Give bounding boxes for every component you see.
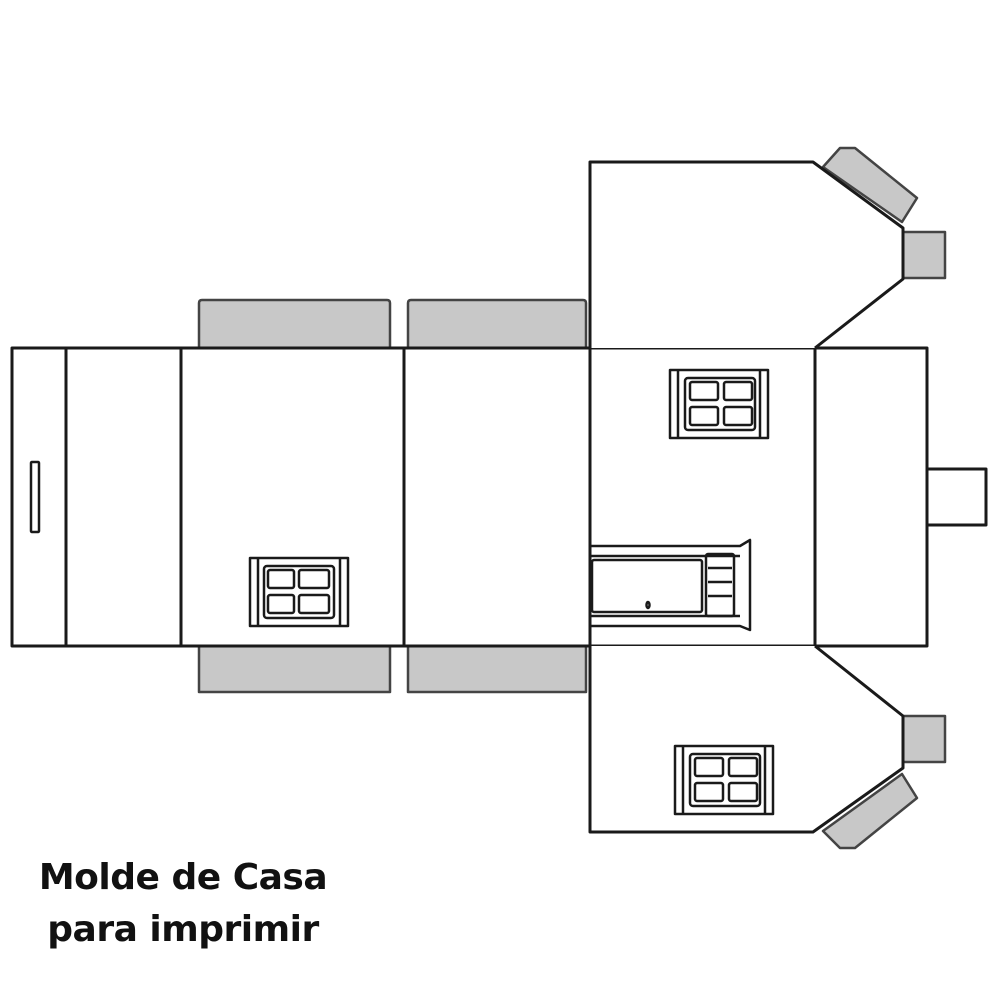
- side-tab-right: [925, 467, 988, 527]
- door-handle: [29, 460, 41, 534]
- glue-tab-bottom-1: [197, 646, 392, 694]
- title-line-2: para imprimir: [47, 909, 319, 950]
- main-wall-strip: [10, 346, 929, 648]
- glue-tab-gable-bottom-side: [901, 714, 947, 764]
- window-gable-bottom: [673, 744, 775, 816]
- glue-tab-bottom-2: [406, 646, 588, 694]
- glue-tab-top-2: [406, 298, 588, 348]
- title-line-1: Molde de Casa: [38, 857, 328, 898]
- glue-tab-gable-top-side: [901, 230, 947, 280]
- gable-bottom: [588, 644, 905, 834]
- door-knob: [645, 600, 651, 610]
- window-gable-wall-upper: [668, 368, 770, 440]
- glue-tab-top-1: [197, 298, 392, 348]
- window-front-wall: [248, 556, 350, 628]
- door-sideways: [590, 538, 752, 632]
- gable-top: [588, 160, 905, 350]
- glue-tab-gable-top-slant: [821, 146, 919, 224]
- glue-tab-gable-bottom-slant: [821, 772, 919, 850]
- template-title: Molde de Casa para imprimir: [28, 852, 338, 956]
